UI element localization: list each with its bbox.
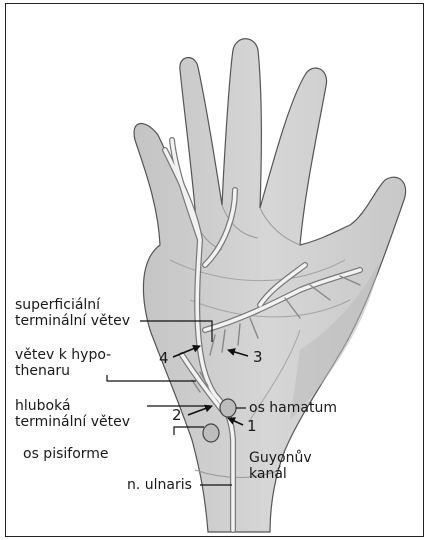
- label-ulnar-nerve: n. ulnaris: [127, 477, 192, 493]
- label-hamate: os hamatum: [249, 400, 337, 416]
- hamate-bone: [220, 399, 236, 417]
- pisiform-bone: [203, 424, 219, 442]
- number-1: 1: [247, 418, 257, 434]
- label-deep-line2: terminální větev: [15, 414, 130, 430]
- label-guyon-line1: Guyonův: [249, 450, 312, 466]
- label-guyon-line2: kanál: [249, 466, 287, 482]
- label-pisiform: os pisiforme: [23, 446, 109, 462]
- label-deep-line1: hluboká: [15, 398, 71, 414]
- label-superficial-line1: superficiální: [15, 297, 100, 313]
- label-hypothenar-line1: větev k hypo-: [15, 347, 111, 363]
- label-superficial-line2: terminální větev: [15, 313, 130, 329]
- number-3: 3: [253, 349, 263, 365]
- number-2: 2: [172, 407, 182, 423]
- number-4: 4: [159, 350, 169, 366]
- label-hypothenar-line2: thenaru: [15, 363, 70, 379]
